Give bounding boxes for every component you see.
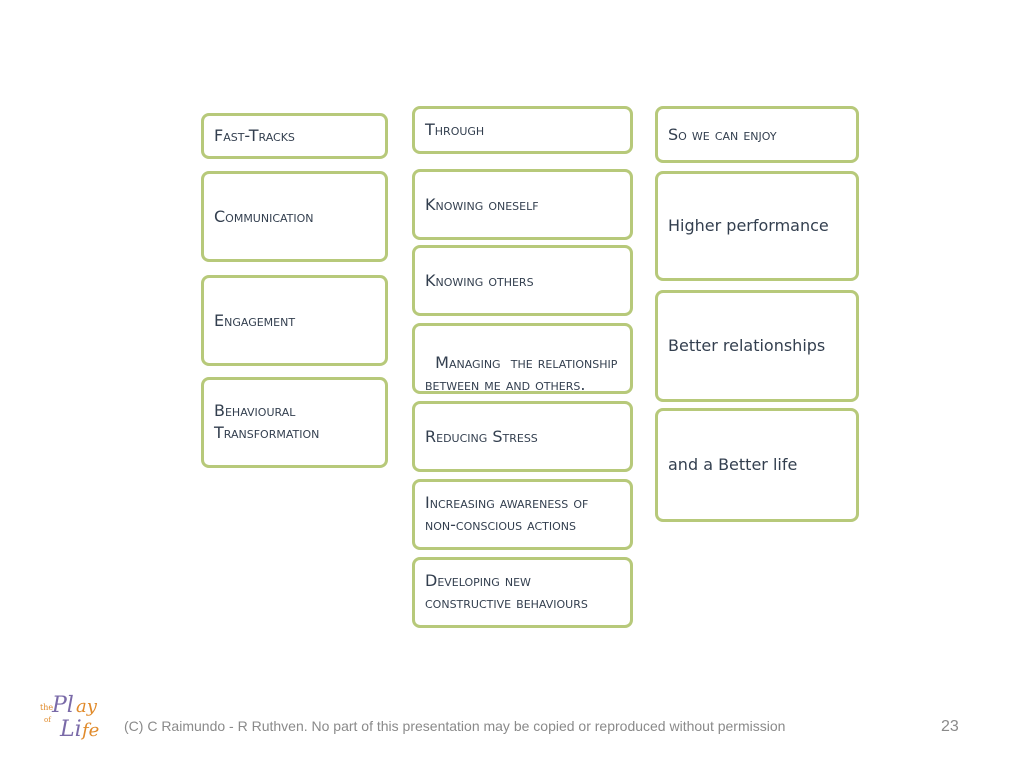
play-of-life-logo: the Pl ay of Li fe xyxy=(40,693,99,740)
through-header-label: Through xyxy=(425,120,485,139)
communication-box: Communication xyxy=(201,171,388,262)
increasing-awareness-label: Increasing awareness of non-conscious ac… xyxy=(425,493,589,534)
managing-relationship-label: Managing the relationship between me and… xyxy=(425,353,623,394)
developing-behaviours-box: Developing new constructive behaviours xyxy=(412,557,633,628)
fast-tracks-header: Fast-Tracks xyxy=(201,113,388,159)
knowing-others-box: Knowing others xyxy=(412,245,633,316)
better-life-box: and a Better life xyxy=(655,408,859,522)
better-life-label: and a Better life xyxy=(668,455,798,474)
knowing-oneself-box: Knowing oneself xyxy=(412,169,633,240)
svg-text:of: of xyxy=(44,716,52,724)
reducing-stress-box: Reducing Stress xyxy=(412,401,633,472)
page-number: 23 xyxy=(941,718,959,735)
copyright-notice: (C) C Raimundo - R Ruthven. No part of t… xyxy=(124,718,786,734)
through-header: Through xyxy=(412,106,633,154)
better-relationships-label: Better relationships xyxy=(668,336,826,355)
communication-label: Communication xyxy=(214,207,314,226)
developing-behaviours-label: Developing new constructive behaviours xyxy=(425,571,588,612)
increasing-awareness-box: Increasing awareness of non-conscious ac… xyxy=(412,479,633,550)
fast-tracks-header-label: Fast-Tracks xyxy=(214,126,295,145)
better-relationships-box: Better relationships xyxy=(655,290,859,402)
so-we-can-enjoy-header-label: So we can enjoy xyxy=(668,124,777,144)
managing-relationship-box: Managing the relationship between me and… xyxy=(412,323,633,394)
svg-text:fe: fe xyxy=(80,720,99,740)
svg-text:Li: Li xyxy=(59,717,82,740)
higher-performance-label: Higher performance xyxy=(668,216,829,235)
reducing-stress-label: Reducing Stress xyxy=(425,427,538,446)
behavioural-transformation-box: Behavioural Transformation xyxy=(201,377,388,468)
engagement-label: Engagement xyxy=(214,311,296,330)
svg-text:ay: ay xyxy=(76,696,98,717)
behavioural-transformation-label: Behavioural Transformation xyxy=(214,401,320,442)
higher-performance-box: Higher performance xyxy=(655,171,859,281)
svg-text:the: the xyxy=(40,703,53,712)
so-we-can-enjoy-header: So we can enjoy xyxy=(655,106,859,163)
svg-text:Pl: Pl xyxy=(51,693,74,718)
engagement-box: Engagement xyxy=(201,275,388,366)
knowing-oneself-label: Knowing oneself xyxy=(425,195,539,214)
knowing-others-label: Knowing others xyxy=(425,271,534,290)
